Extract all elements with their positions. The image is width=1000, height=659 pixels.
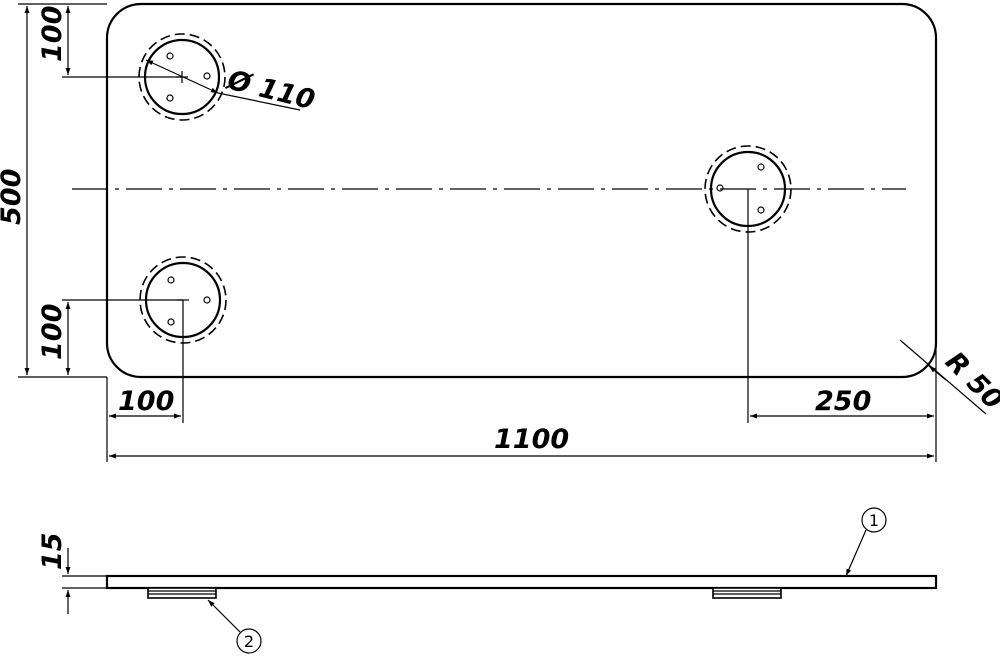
dim-overall-length: 1100 bbox=[494, 424, 569, 455]
dim-overall-height: 500 bbox=[0, 169, 27, 225]
svg-text:2: 2 bbox=[244, 632, 254, 651]
callout-plate: 1 bbox=[845, 507, 887, 577]
plate-outline bbox=[105, 2, 938, 379]
foot-pad-left bbox=[147, 587, 217, 599]
callout-foot: 2 bbox=[207, 599, 262, 654]
svg-text:1: 1 bbox=[869, 511, 879, 530]
dim-top-offset: 100 bbox=[37, 6, 68, 62]
dim-thickness: 15 bbox=[37, 532, 68, 570]
side-view: 15 1 2 bbox=[37, 507, 938, 654]
plate-side bbox=[105, 574, 938, 590]
top-view: 500 100 100 100 250 1100 Ø 110 R 50 bbox=[0, 2, 1000, 462]
dim-right-offset: 250 bbox=[815, 386, 871, 417]
dim-left-offset: 100 bbox=[118, 386, 174, 417]
dim-foot-diameter: Ø 110 bbox=[222, 64, 318, 116]
foot-pad-right bbox=[712, 587, 782, 599]
dim-bottom-offset: 100 bbox=[37, 304, 68, 360]
